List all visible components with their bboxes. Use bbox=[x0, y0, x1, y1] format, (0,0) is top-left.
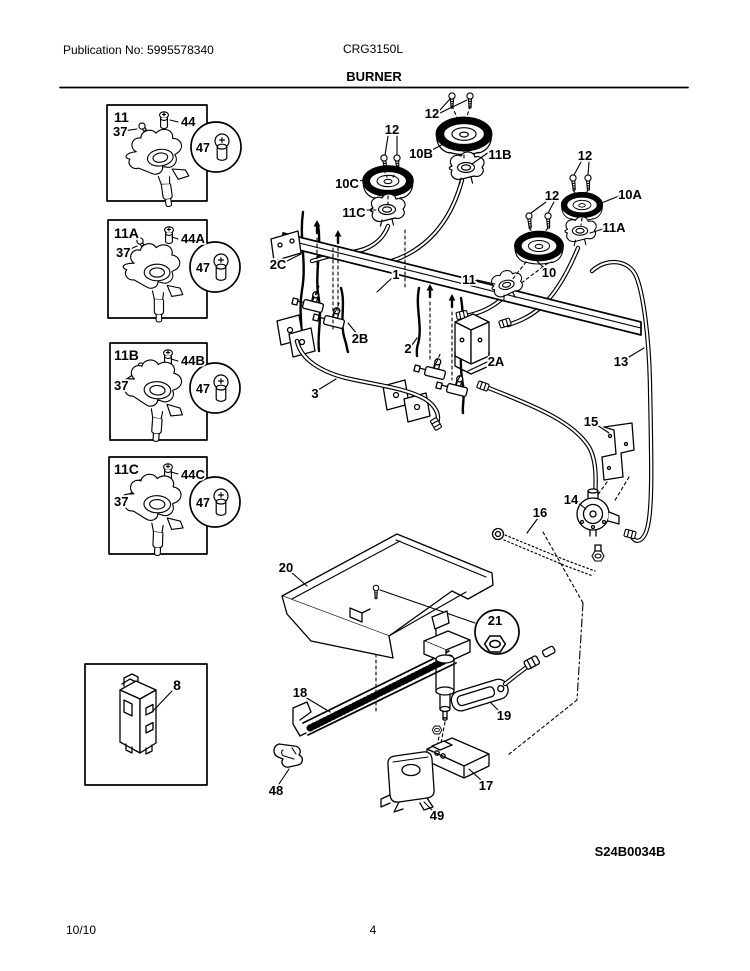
inset-box-11b: 11B 37 44B 47 bbox=[109, 342, 241, 444]
callout-12-right: 12 bbox=[578, 148, 592, 163]
burner-head-10a bbox=[561, 193, 602, 221]
pressure-regulator-14 bbox=[576, 488, 620, 562]
regulator-pipe-13 bbox=[589, 260, 654, 543]
revision-date: 10/10 bbox=[66, 923, 96, 937]
callout-11b: 11B bbox=[488, 147, 511, 162]
callout-44c: 44C bbox=[181, 467, 205, 482]
callout-10b: 10B bbox=[409, 146, 433, 161]
callout-11a: 11A bbox=[602, 220, 626, 235]
page-footer: 10/10 4 bbox=[66, 923, 377, 937]
page-title: BURNER bbox=[346, 69, 402, 84]
orifice-detail-circle bbox=[190, 121, 242, 173]
orifice-screw-44 bbox=[158, 111, 170, 130]
callout-11c: 11C bbox=[342, 205, 366, 220]
inset-title: 11C bbox=[114, 461, 139, 477]
callout-15: 15 bbox=[584, 414, 598, 429]
callout-14: 14 bbox=[564, 492, 579, 507]
callout-labels: 12 12 12 12 10B 11B 10C 11C 10A 11A 10 1… bbox=[267, 98, 645, 825]
oven-supply-pipe bbox=[475, 380, 598, 503]
callout-11: 11 bbox=[462, 272, 476, 287]
callout-2c: 2C bbox=[270, 257, 287, 272]
callout-37: 37 bbox=[116, 245, 130, 260]
regulator-bracket-15 bbox=[601, 422, 635, 481]
callout-10: 10 bbox=[542, 265, 556, 280]
callout-17: 17 bbox=[479, 778, 493, 793]
callout-20: 20 bbox=[279, 560, 293, 575]
callout-16: 16 bbox=[533, 505, 547, 520]
inset-title: 11B bbox=[114, 347, 139, 363]
oven-pilot-tube-16 bbox=[491, 527, 596, 577]
callout-10a: 10A bbox=[618, 187, 642, 202]
inset-title: 11 bbox=[114, 109, 129, 125]
spark-ignitor-17 bbox=[426, 725, 490, 779]
inset-box-8: 8 bbox=[84, 663, 208, 786]
page-header: Publication No: 5995578340 CRG3150L BURN… bbox=[59, 42, 689, 89]
model-number: CRG3150L bbox=[343, 42, 403, 56]
deflector-shield-20 bbox=[281, 533, 494, 659]
callout-13: 13 bbox=[614, 354, 628, 369]
callout-44a: 44A bbox=[181, 231, 205, 246]
burner-holder-11b bbox=[448, 151, 485, 185]
callout-2a: 2A bbox=[488, 354, 505, 369]
inset-box-11a: 11A 37 44A 47 bbox=[107, 219, 241, 323]
callout-8: 8 bbox=[173, 677, 181, 693]
publication-number: Publication No: 5995578340 bbox=[63, 43, 214, 57]
orifice-47 bbox=[214, 133, 230, 161]
callout-19: 19 bbox=[497, 708, 511, 723]
callout-2b: 2B bbox=[352, 331, 369, 346]
orifice-screw-44a bbox=[163, 226, 175, 245]
main-assembly-art bbox=[270, 92, 654, 813]
callout-10c: 10C bbox=[335, 176, 359, 191]
nut-detail-21 bbox=[379, 589, 520, 655]
burner-holder-11a bbox=[564, 216, 597, 247]
ignitor-bracket-49 bbox=[380, 751, 435, 813]
orifice-detail-circle bbox=[189, 476, 241, 528]
callout-47: 47 bbox=[196, 382, 210, 396]
callout-47: 47 bbox=[196, 141, 210, 155]
callout-44: 44 bbox=[181, 114, 196, 129]
centerline bbox=[576, 602, 584, 701]
inset-title: 11A bbox=[114, 225, 139, 241]
callout-37: 37 bbox=[114, 494, 128, 509]
inset-box-11c: 11C 37 44C 47 bbox=[108, 456, 241, 557]
figure-code: S24B0034B bbox=[595, 844, 666, 859]
tube-clip-48 bbox=[273, 743, 303, 768]
callout-12-left: 12 bbox=[385, 122, 399, 137]
manifold-rail bbox=[270, 230, 642, 423]
callout-48: 48 bbox=[269, 783, 283, 798]
callout-47: 47 bbox=[196, 496, 210, 510]
burner-head-10 bbox=[515, 231, 564, 264]
callout-44b: 44B bbox=[181, 353, 205, 368]
callout-37: 37 bbox=[114, 378, 128, 393]
callout-12-top: 12 bbox=[425, 106, 439, 121]
callout-47: 47 bbox=[196, 261, 210, 275]
orifice-detail-circle bbox=[189, 241, 241, 293]
oven-burner-18 bbox=[292, 610, 471, 737]
spark-switch-19 bbox=[450, 645, 556, 712]
inset-box-11: 11 37 44 47 bbox=[106, 104, 242, 212]
callout-18: 18 bbox=[293, 685, 307, 700]
spark-module bbox=[119, 673, 157, 755]
callout-21: 21 bbox=[488, 613, 502, 628]
orifice-47 bbox=[213, 488, 229, 516]
page-number: 4 bbox=[370, 923, 377, 937]
surface-burner-valves bbox=[291, 291, 469, 398]
callout-2: 2 bbox=[404, 341, 411, 356]
callout-37: 37 bbox=[113, 124, 127, 139]
orifice-detail-circle bbox=[189, 362, 241, 414]
callout-1: 1 bbox=[392, 267, 399, 282]
oven-tube-3 bbox=[294, 338, 443, 432]
callout-3: 3 bbox=[311, 386, 318, 401]
callout-12-mid: 12 bbox=[545, 188, 559, 203]
callout-49: 49 bbox=[430, 808, 444, 823]
orifice-47 bbox=[213, 253, 229, 281]
leader-lines bbox=[278, 98, 645, 812]
orifice-47 bbox=[213, 374, 229, 402]
